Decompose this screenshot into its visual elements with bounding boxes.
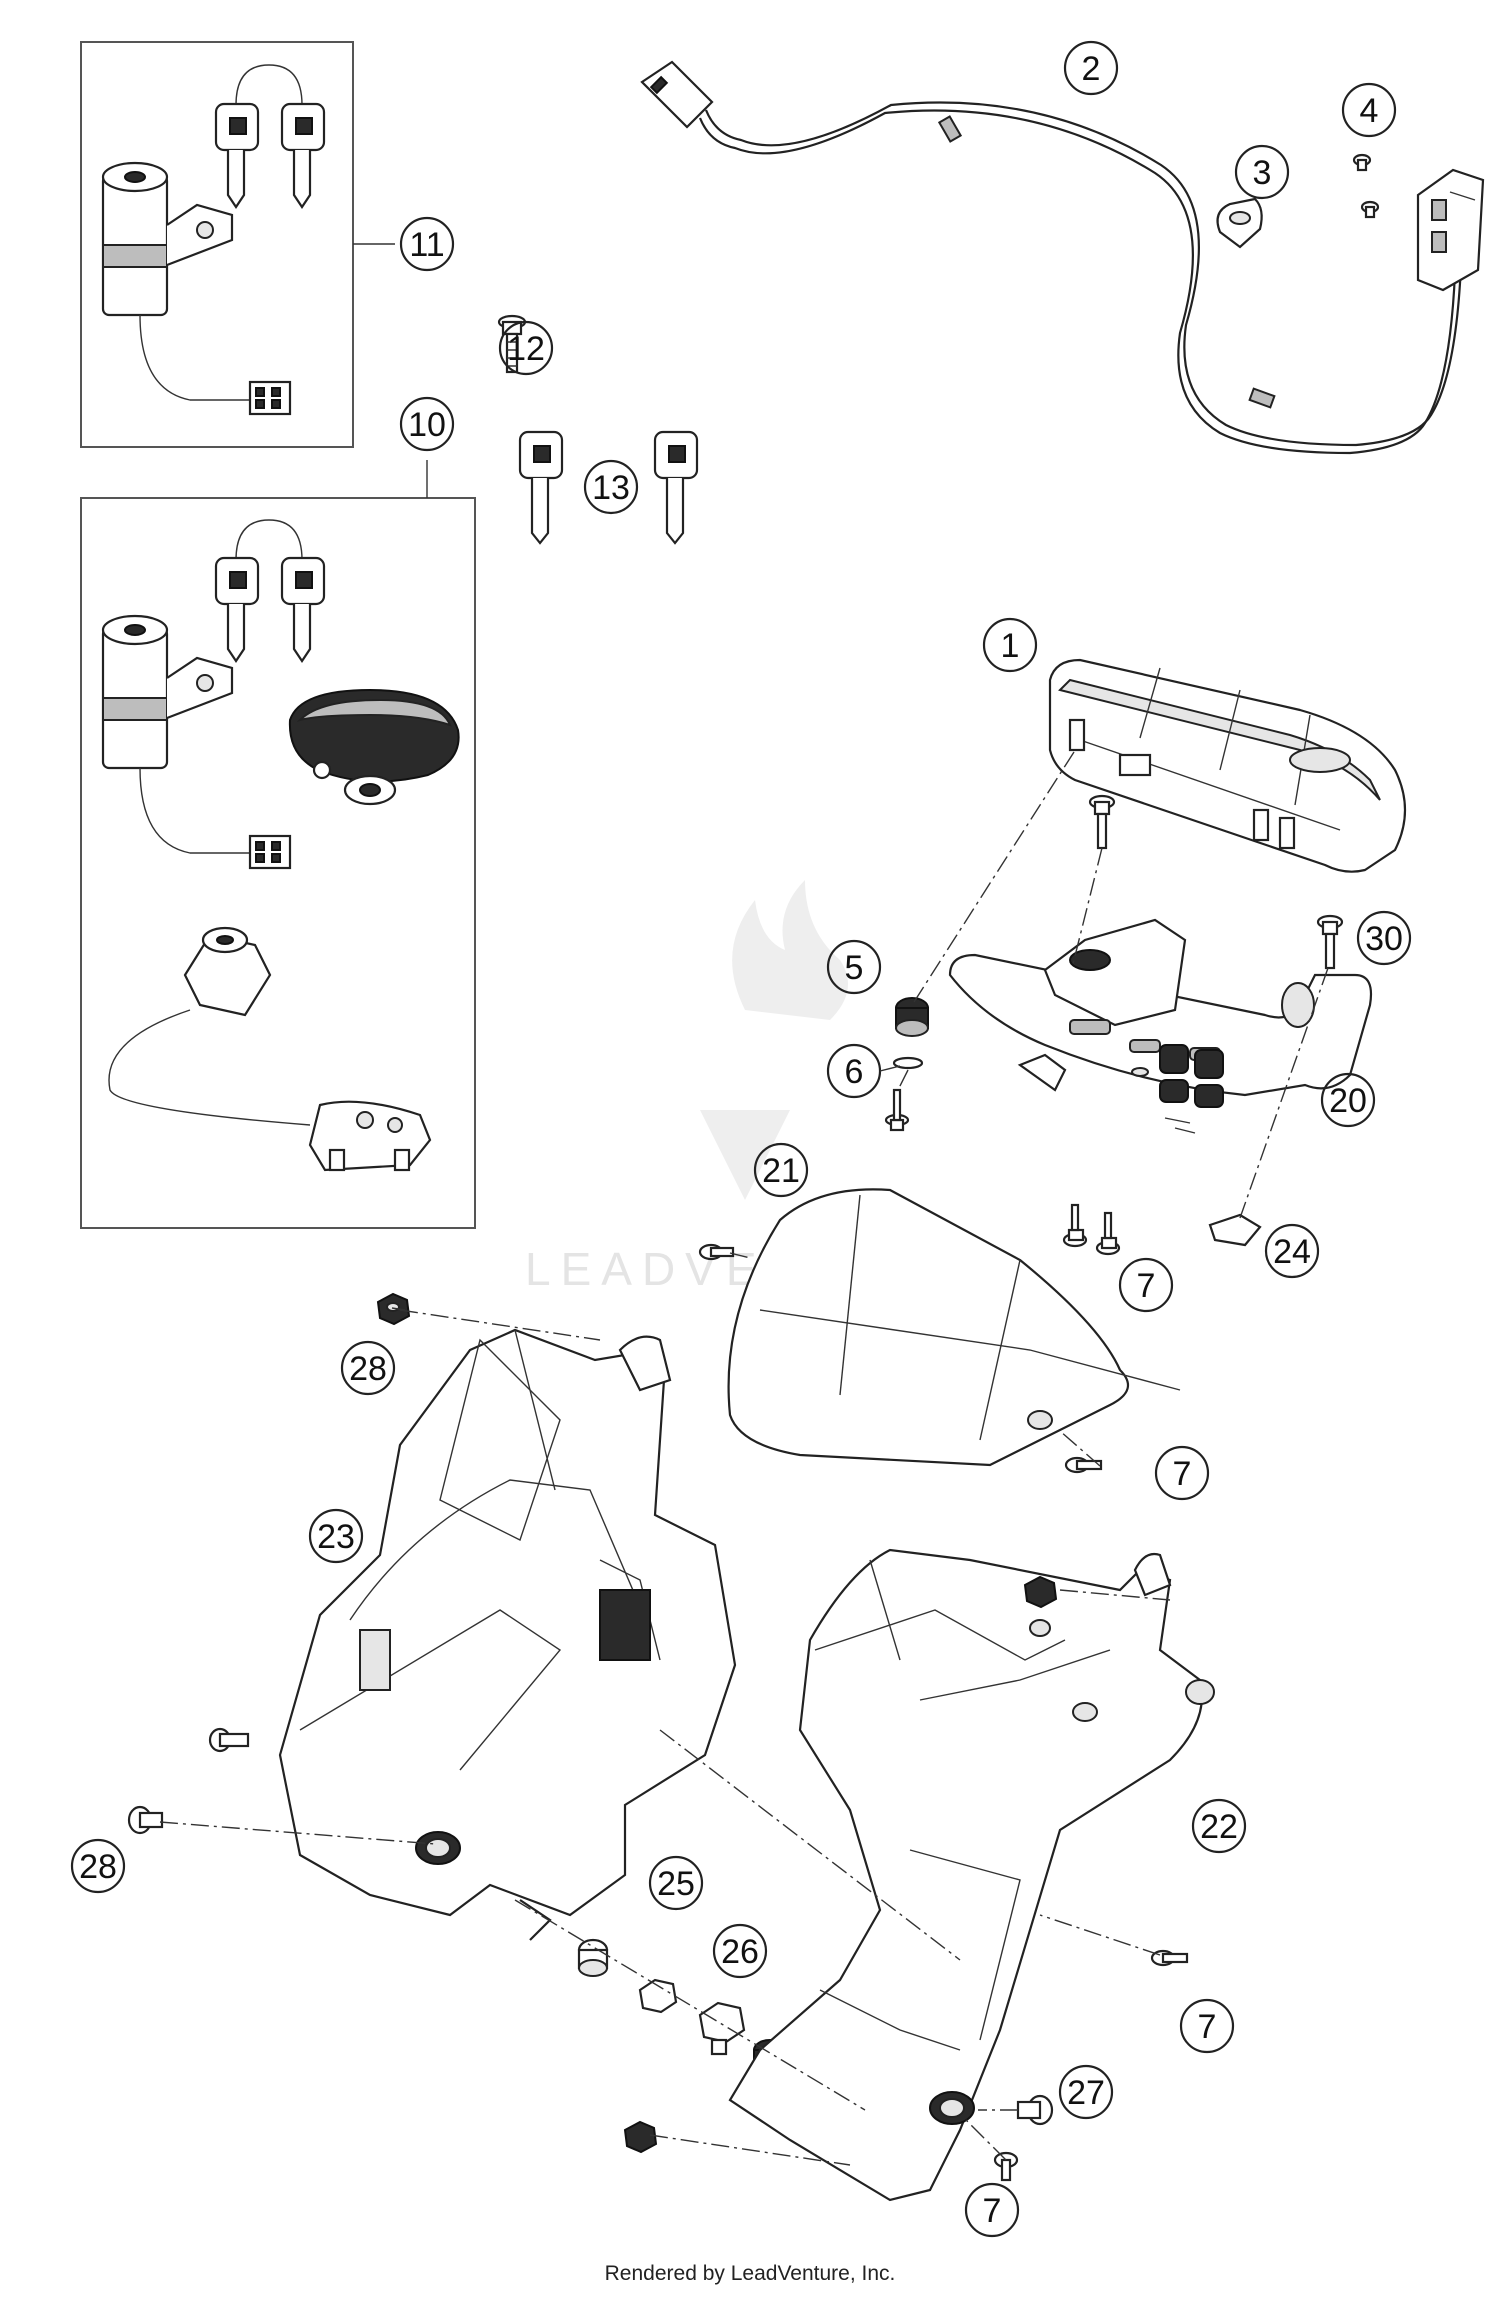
svg-text:25: 25 [657,1865,695,1903]
key-pair [214,64,326,209]
svg-text:28: 28 [79,1848,117,1886]
svg-text:1: 1 [1001,627,1020,665]
headlight-mask-right-22 [728,1548,1215,2202]
screws-7-pair [1062,1203,1121,1256]
callouts: 11 12 10 13 2 4 3 1 [70,40,1412,2238]
svg-text:23: 23 [317,1518,355,1556]
ignition-lock-kit-11 [80,41,395,448]
screw-left-mid [208,1727,250,1753]
footer-credit: Rendered by LeadVenture, Inc. [604,2262,896,2285]
screw-27 [1016,2094,1054,2126]
windshield-21 [727,1188,1181,1467]
callout-26: 26 [712,1923,768,1979]
svg-text:20: 20 [1329,1082,1367,1120]
callout-24: 24 [1264,1223,1320,1279]
headlight-mask-left-23 [278,1328,737,1941]
screw-30-center [1088,794,1116,850]
callout-13: 13 [583,459,639,515]
callout-7-bottom: 7 [964,2182,1020,2238]
nut-26a [638,1978,678,2014]
svg-text:11: 11 [409,226,444,264]
screw-12 [497,314,527,374]
svg-text:24: 24 [1273,1233,1311,1271]
key-pair-10 [214,519,326,663]
screw-7-bottom [993,2151,1019,2182]
callout-11: 11 [399,216,455,272]
nut-clips [1017,1044,1224,1134]
svg-text:12: 12 [507,330,545,368]
cable-clip-3 [1216,197,1263,249]
flange-nut-28-top [376,1292,411,1326]
callout-7-right: 7 [1179,1998,1235,2054]
callout-20: 20 [1320,1072,1376,1128]
svg-text:7: 7 [1198,2008,1217,2046]
flange-nut-right [1023,1575,1058,1609]
callout-30: 30 [1356,910,1412,966]
svg-text:5: 5 [845,949,864,987]
fuel-cap [288,688,460,806]
screw-windshield [698,1243,735,1261]
callout-5: 5 [826,939,882,995]
svg-text:21: 21 [762,1152,800,1190]
seat-lock [108,926,432,1172]
keys-13 [518,430,699,545]
callout-23: 23 [308,1508,364,1564]
assembly-lines [159,751,1329,2166]
speed-nut-24 [1208,1213,1262,1247]
kit-box-10 [80,497,476,1229]
svg-text:2: 2 [1082,50,1101,88]
wiring-harness-2 [640,60,1463,455]
callout-6: 6 [826,1043,901,1099]
connector-block-4 [1416,168,1485,292]
spacer-25 [577,1938,609,1977]
callout-2: 2 [1063,40,1119,96]
lock-cylinder [101,161,292,416]
screw-7-windshield-side [1064,1456,1103,1474]
svg-text:7: 7 [983,2192,1002,2230]
svg-text:28: 28 [349,1350,387,1388]
screw-30 [1316,914,1344,970]
svg-text:4: 4 [1360,92,1379,130]
callout-27: 27 [1058,2064,1114,2120]
svg-text:3: 3 [1253,154,1272,192]
lock-set-kit-10 [80,460,476,1229]
callout-3: 3 [1234,144,1290,200]
washer-6 [892,1056,924,1070]
callout-7-top: 7 [1118,1257,1174,1313]
lock-cylinder-10 [101,614,292,870]
callout-28-bottom: 28 [70,1838,126,1894]
screw-7-right [1150,1949,1189,1967]
flange-nut-bottom [623,2120,658,2154]
svg-text:7: 7 [1137,1267,1156,1305]
screws-4 [1352,153,1380,219]
svg-text:13: 13 [592,469,630,507]
callout-28-top: 28 [340,1340,396,1396]
callout-10: 10 [399,396,455,452]
svg-text:22: 22 [1200,1808,1238,1846]
instrument-cluster-1 [1048,658,1407,873]
svg-text:6: 6 [845,1053,864,1091]
rubber-grommet-5 [895,997,929,1037]
svg-text:7: 7 [1173,1455,1192,1493]
svg-text:26: 26 [721,1933,759,1971]
screw-28-left [127,1805,164,1835]
svg-text:27: 27 [1067,2074,1105,2112]
callout-1: 1 [982,617,1038,673]
callout-25: 25 [648,1855,704,1911]
callout-21: 21 [753,1142,809,1198]
callout-12: 12 [498,320,554,376]
callout-4: 4 [1341,82,1397,138]
svg-text:10: 10 [408,406,446,444]
callout-22: 22 [1191,1798,1247,1854]
screw-7-bracket [884,1088,910,1132]
svg-text:30: 30 [1365,920,1403,958]
callout-7-windshield: 7 [1154,1445,1210,1501]
nut-26b [698,2001,746,2056]
